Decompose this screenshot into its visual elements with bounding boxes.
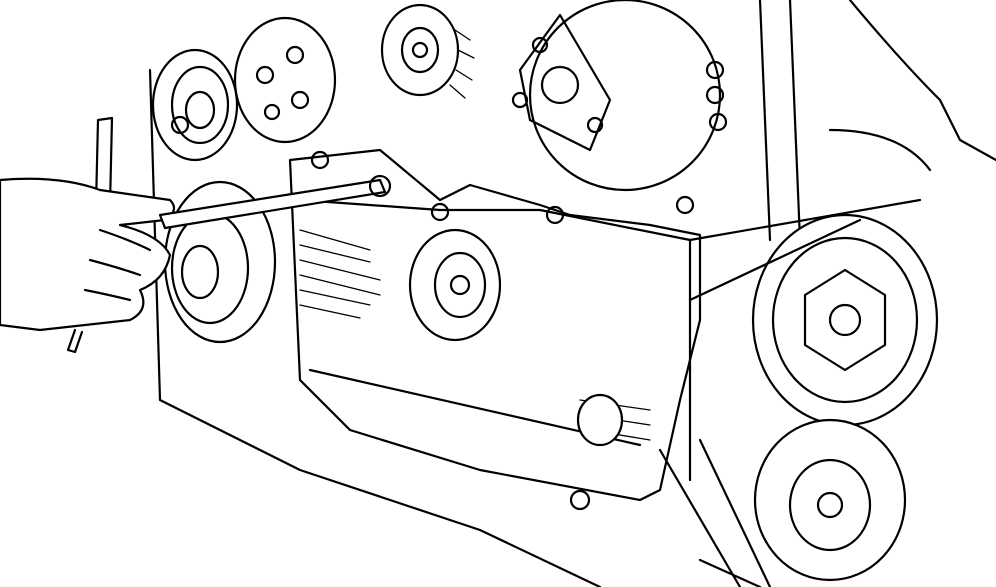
timing-belt-cover <box>288 148 702 511</box>
engine-block-outline <box>148 0 996 587</box>
idler-pulley <box>380 3 475 99</box>
lower-right-pulley <box>753 418 907 582</box>
power-steering-pulley <box>233 16 337 144</box>
alternator-pulley <box>151 48 239 162</box>
drive-belt <box>658 198 922 587</box>
hand-holding-wrench <box>0 116 392 354</box>
crankshaft-pulley <box>751 213 939 427</box>
ac-compressor-pulley <box>511 0 728 192</box>
